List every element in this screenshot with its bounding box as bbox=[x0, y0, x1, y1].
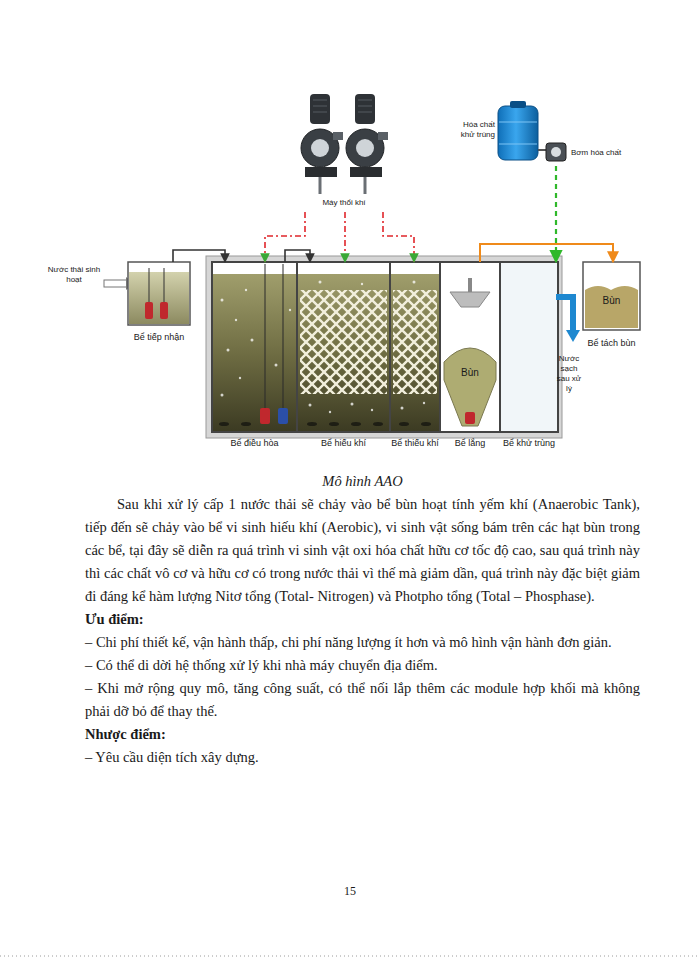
chemical-barrel bbox=[498, 101, 538, 160]
blower-unit: Máy thổi khí bbox=[298, 88, 390, 212]
air-bubbles bbox=[221, 281, 426, 414]
receiving-tank: Bể tiếp nhận bbox=[128, 262, 190, 346]
pipe-connector bbox=[480, 244, 613, 262]
sludge-label: Bùn bbox=[440, 366, 500, 379]
disinfection-tank: Bể khử trùng bbox=[500, 262, 558, 454]
pipe-connector bbox=[383, 212, 414, 262]
dosing-hose bbox=[538, 149, 546, 151]
equipment-label: Hóa chất khử trùng bbox=[450, 120, 495, 140]
flow-label: Nước sạch sau xử lý bbox=[553, 354, 585, 394]
tank-label: Bể điều hòa bbox=[192, 438, 317, 449]
pipe-connector bbox=[344, 212, 346, 262]
sludge-tank: BùnBể tách bùn bbox=[583, 262, 640, 354]
bullet-item: – Chi phí thiết kế, vận hành thấp, chi p… bbox=[85, 631, 640, 654]
flow-arrow bbox=[566, 330, 580, 342]
tank-water bbox=[212, 262, 558, 432]
tank-label: Bể khử trùng bbox=[480, 438, 578, 449]
section-heading: Nhược điểm: bbox=[85, 723, 640, 746]
tank-label: Bể tiếp nhận bbox=[110, 332, 208, 343]
equipment-label: Bơm hóa chất bbox=[571, 148, 657, 158]
bullet-item: – Khi mở rộng quy mô, tăng công suất, có… bbox=[85, 677, 640, 723]
aerobic-tank: Bể hiếu khí bbox=[297, 262, 390, 454]
settling-tank: BùnBể lắng bbox=[440, 262, 500, 454]
receiving-tank bbox=[128, 262, 190, 325]
flow-label: Nước thải sinh hoạt bbox=[46, 265, 102, 285]
anoxic-tank: Bể thiếu khí bbox=[390, 262, 440, 454]
body-paragraph: Sau khi xử lý cấp 1 nước thải sẽ chảy và… bbox=[85, 493, 640, 608]
tank-wall bbox=[212, 262, 558, 432]
sludge-tank bbox=[583, 262, 640, 330]
settling-cone bbox=[444, 278, 496, 426]
page-number: 15 bbox=[300, 884, 400, 899]
air-blower bbox=[346, 94, 388, 194]
pipe-connector bbox=[173, 250, 225, 262]
chemical-tank: Hóa chất khử trùng bbox=[450, 100, 542, 162]
equalization-tank: Bể điều hòa bbox=[212, 262, 297, 454]
bullet-item: – Có thể di dời hệ thống xử lý khi nhà m… bbox=[85, 654, 640, 677]
equipment-label: Máy thổi khí bbox=[298, 198, 390, 208]
tank-label: Bể hiếu khí bbox=[277, 438, 410, 449]
tank-label: Bể thiếu khí bbox=[370, 438, 460, 449]
tank-label: Bể tách bùn bbox=[567, 338, 656, 349]
section-heading: Ưu điểm: bbox=[85, 608, 640, 631]
dosing-pump: Bơm hóa chất bbox=[543, 140, 660, 166]
pipe-connector bbox=[265, 212, 305, 262]
document-body: Mô hình AAOSau khi xử lý cấp 1 nước thải… bbox=[85, 470, 640, 769]
bullet-item: – Yêu cầu diện tích xây dựng. bbox=[85, 746, 640, 769]
outlet-pipe bbox=[556, 297, 573, 330]
figure-caption: Mô hình AAO bbox=[85, 470, 640, 493]
transfer-pump bbox=[260, 264, 288, 424]
pump-icon bbox=[546, 143, 566, 161]
sludge-label: Bùn bbox=[583, 294, 640, 307]
page-border bbox=[0, 956, 700, 957]
basin-frame bbox=[206, 256, 562, 438]
pipe-connector bbox=[555, 166, 557, 262]
air-diffuser bbox=[219, 422, 431, 426]
air-blower bbox=[301, 94, 343, 194]
pipe-connector bbox=[285, 250, 310, 262]
